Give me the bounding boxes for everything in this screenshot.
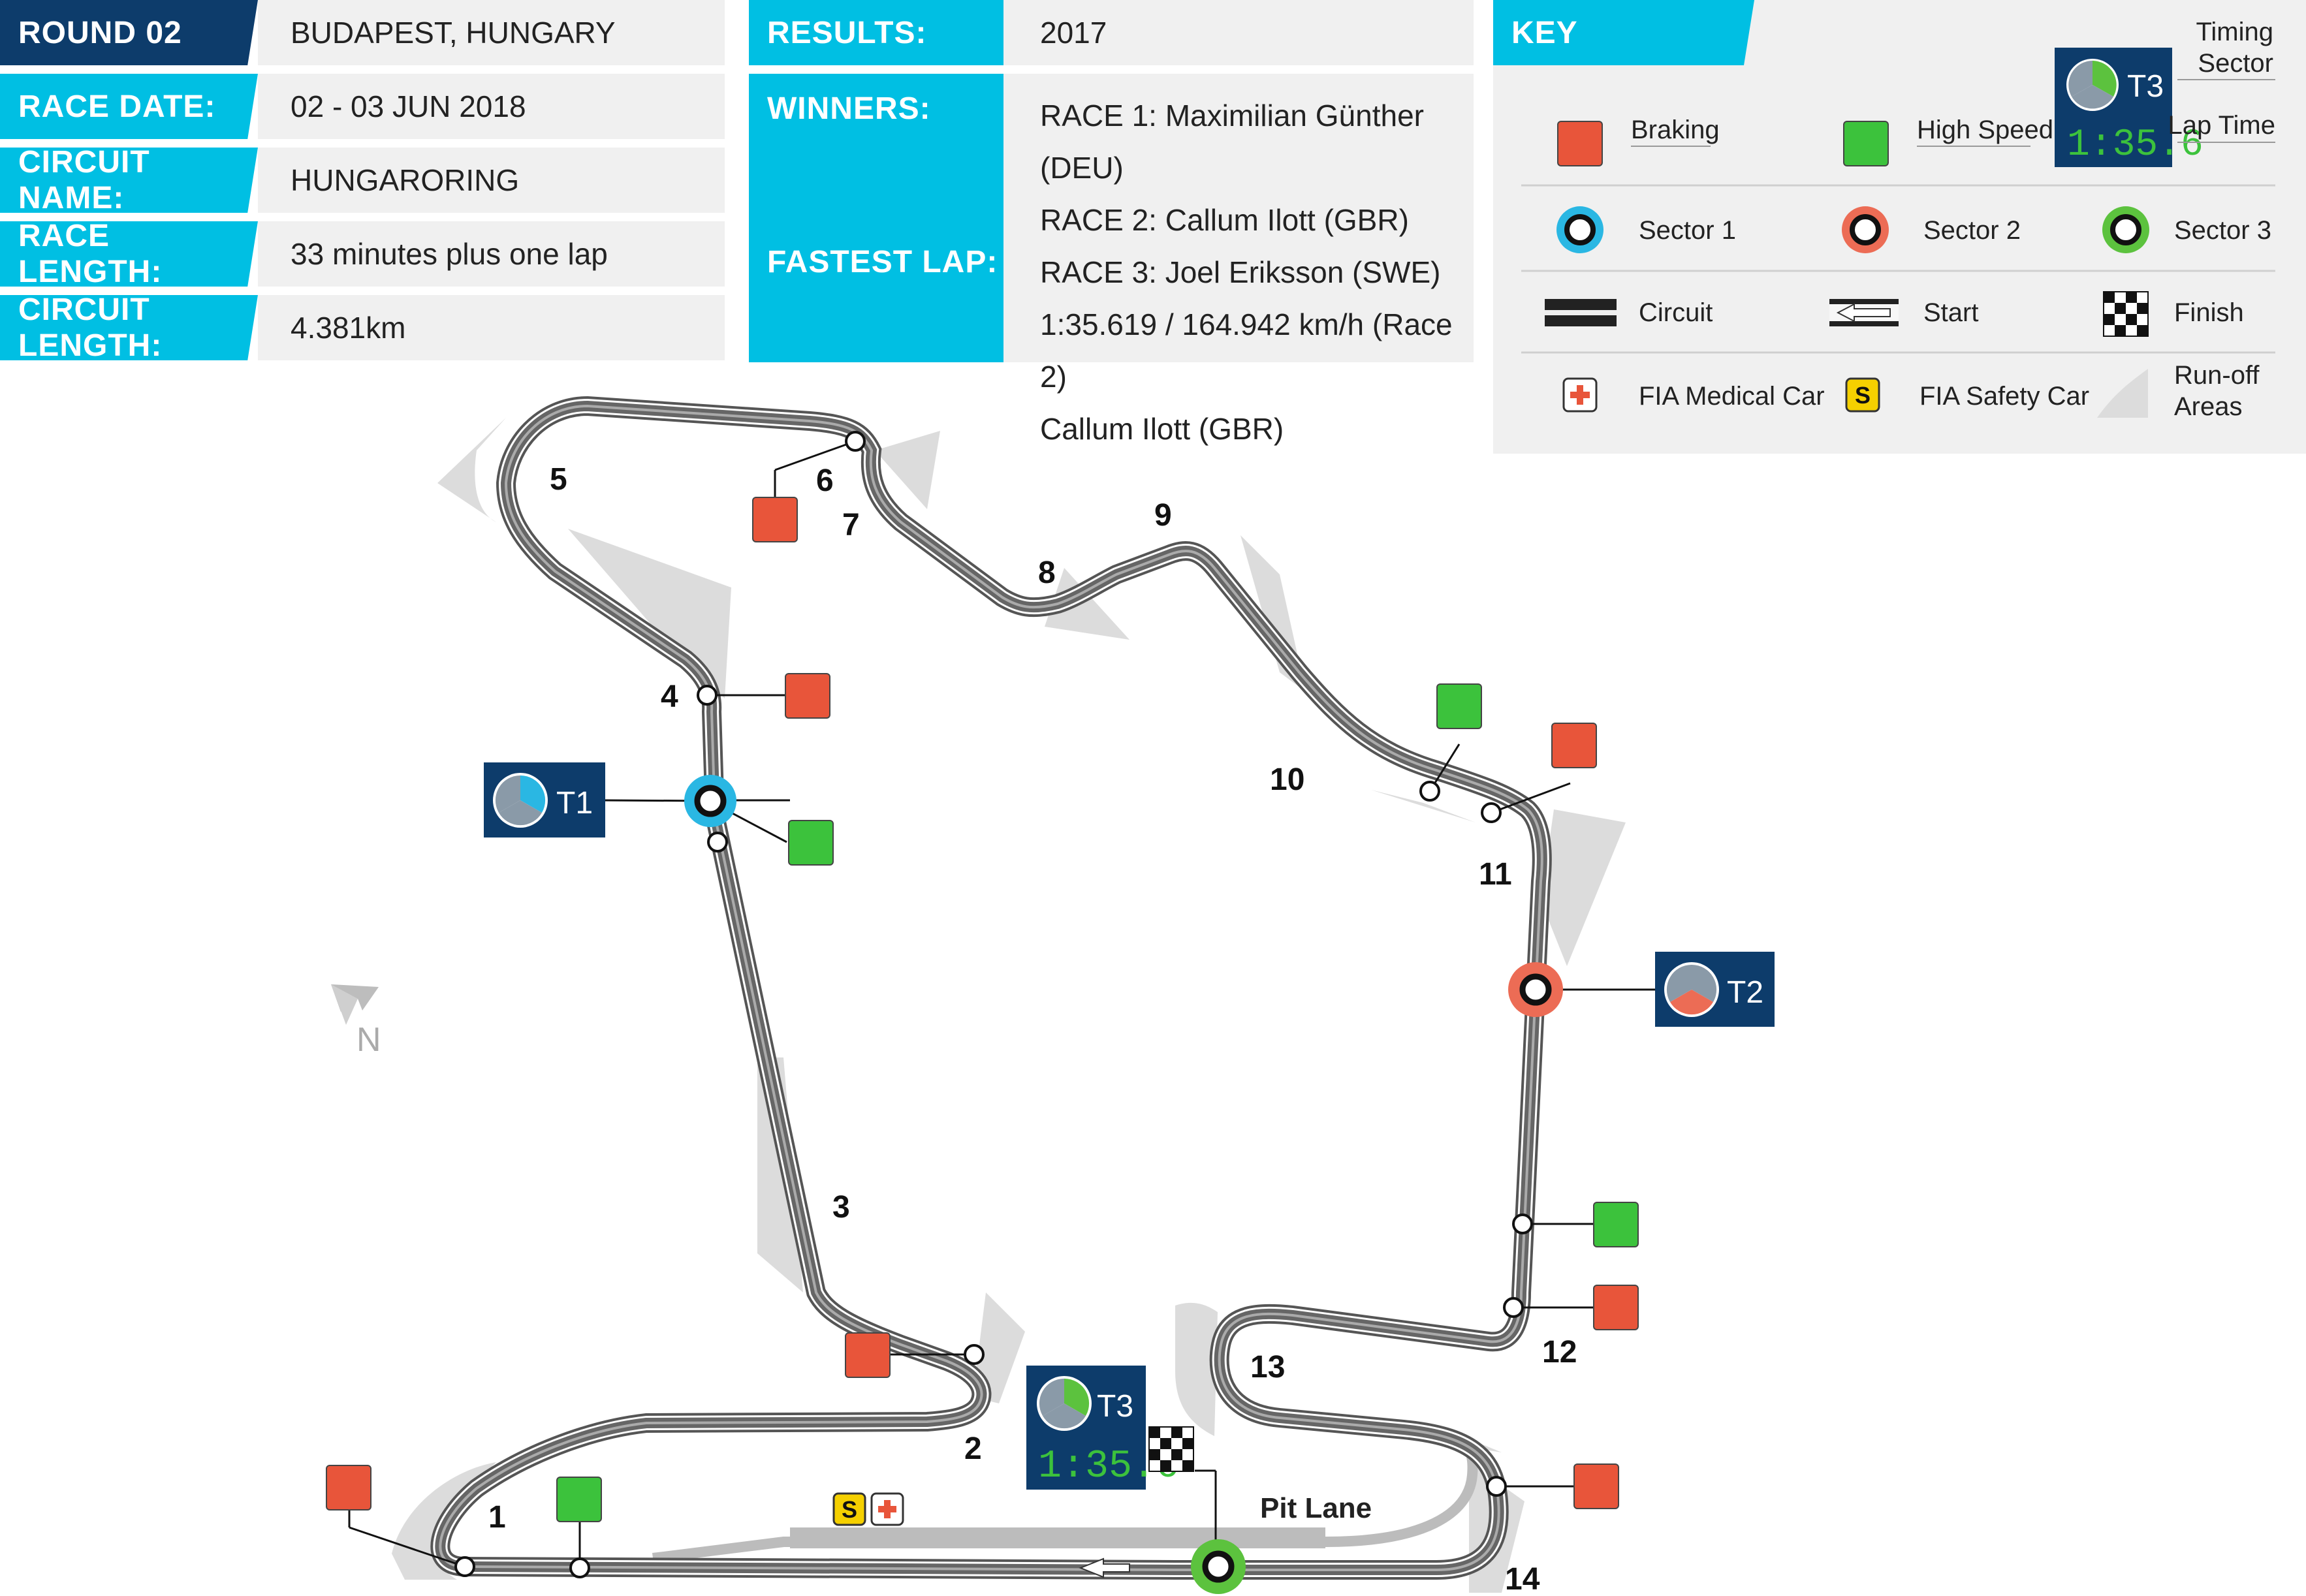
race3-winner: RACE 3: Joel Eriksson (SWE)	[1040, 255, 1441, 289]
marker-connectors	[348, 440, 1658, 1568]
high-speed-icon	[556, 1477, 602, 1522]
turn-9: 9	[1154, 498, 1172, 533]
timing-sector-t1: T1	[484, 762, 605, 837]
turn-5: 5	[550, 462, 567, 497]
turn-11: 11	[1479, 857, 1512, 892]
fastest-lap-label: FASTEST LAP:	[767, 245, 998, 279]
turn-7: 7	[842, 508, 860, 542]
fastest-lap-value: 1:35.619 / 164.942 km/h (Race 2)	[1040, 307, 1453, 394]
braking-icon	[1593, 1285, 1639, 1330]
turn-14: 14	[1505, 1562, 1540, 1596]
key-title: KEY	[1493, 0, 1754, 65]
turn-numbers: 1 2 3 4 5 6 7 8 9 10 11 12 13 14	[488, 462, 1577, 1596]
circuit-name-value: HUNGARORING	[258, 148, 725, 213]
turn-3: 3	[832, 1190, 850, 1225]
race-date-label: RACE DATE:	[0, 74, 258, 139]
results-label: RESULTS:	[749, 0, 1003, 65]
high-speed-icon	[1593, 1202, 1639, 1247]
turn-12: 12	[1542, 1335, 1577, 1369]
turn-1: 1	[488, 1500, 506, 1535]
race2-winner: RACE 2: Callum Ilott (GBR)	[1040, 203, 1409, 237]
timing-sector-t2: T2	[1655, 952, 1775, 1027]
north-arrow-icon: N	[331, 984, 381, 1059]
high-speed-icon	[788, 820, 834, 866]
braking-markers	[326, 497, 1639, 1510]
winners-block: WINNERS: FASTEST LAP:	[749, 74, 1003, 362]
safety-car-icon: S	[832, 1492, 866, 1526]
turn-10: 10	[1270, 762, 1304, 797]
turn-8: 8	[1038, 555, 1056, 590]
finish-flag-icon	[1148, 1426, 1194, 1472]
marker-points	[454, 431, 1533, 1578]
winners-values: RACE 1: Maximilian Günther (DEU) RACE 2:…	[1003, 74, 1474, 446]
braking-icon	[1573, 1463, 1619, 1509]
t2-label: T2	[1727, 975, 1763, 1010]
t1-label: T1	[556, 786, 593, 821]
winners-label: WINNERS:	[767, 91, 931, 126]
braking-icon	[326, 1465, 371, 1510]
pit-lane-label: Pit Lane	[1260, 1492, 1372, 1524]
sector3-marker	[1191, 1539, 1246, 1594]
turn-6: 6	[816, 463, 834, 498]
braking-icon	[845, 1332, 891, 1378]
braking-icon	[785, 673, 830, 719]
turn-2: 2	[964, 1432, 982, 1466]
medical-car-icon	[870, 1492, 904, 1526]
circuit-length-value: 4.381km	[258, 295, 725, 360]
high-speed-icon	[1436, 683, 1482, 729]
map-safety-letter: S	[842, 1496, 857, 1523]
circuit-length-label: CIRCUIT LENGTH:	[0, 295, 258, 360]
race-date-value: 02 - 03 JUN 2018	[258, 74, 725, 139]
t3-label: T3	[1097, 1389, 1133, 1424]
turn-4: 4	[661, 680, 678, 714]
results-value: 2017	[1003, 0, 1474, 65]
start-arrow-map	[1079, 1557, 1130, 1578]
fastest-lap-driver: Callum Ilott (GBR)	[1040, 412, 1284, 446]
turn-13: 13	[1250, 1350, 1285, 1385]
round-value: BUDAPEST, HUNGARY	[258, 0, 725, 65]
high-speed-markers	[556, 683, 1639, 1522]
race-length-label: RACE LENGTH:	[0, 221, 258, 287]
sector2-marker	[1508, 962, 1563, 1017]
round-label: ROUND 02	[0, 0, 258, 65]
north-label: N	[356, 1021, 381, 1059]
circuit-name-label: CIRCUIT NAME:	[0, 148, 258, 213]
sector1-marker	[684, 775, 736, 827]
race1-winner: RACE 1: Maximilian Günther (DEU)	[1040, 99, 1424, 185]
braking-icon	[752, 497, 798, 542]
pit-building	[790, 1527, 1325, 1548]
braking-icon	[1551, 723, 1597, 768]
race-length-value: 33 minutes plus one lap	[258, 221, 725, 287]
